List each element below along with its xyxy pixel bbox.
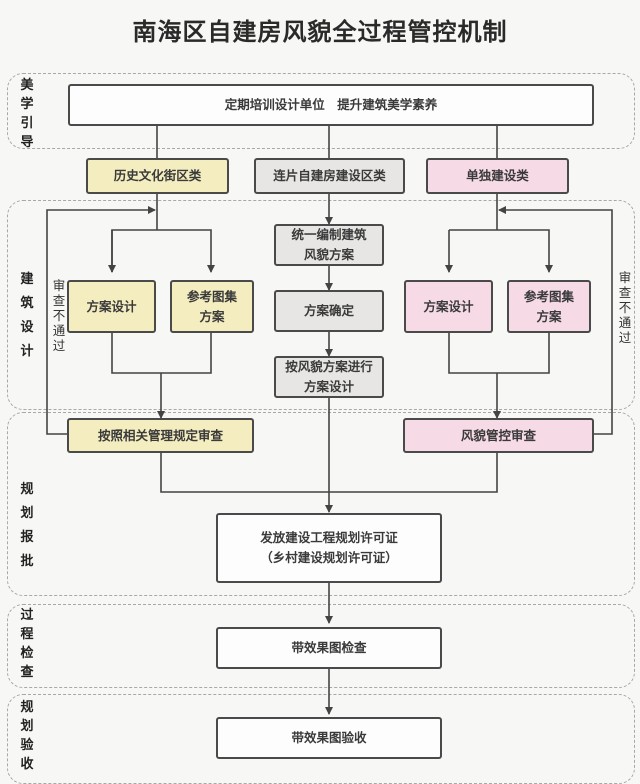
planning-permit-box: 发放建设工程规划许可证 （乡村建设规划许可证） — [216, 513, 442, 583]
section-architectural-design — [7, 200, 635, 410]
center-unified-style-plan-box: 统一编制建筑风貌方案 — [274, 224, 384, 266]
left-review-failed-label: 审查不通过 — [52, 278, 66, 353]
connector — [111, 229, 215, 273]
diagram-title: 南海区自建房风貌全过程管控机制 — [132, 17, 508, 46]
permit-title: 发放建设工程规划许可证 — [260, 530, 398, 545]
aesthetic-training-box: 定期培训设计单位 提升建筑美学素养 — [68, 84, 594, 126]
left-scheme-design-box: 方案设计 — [67, 280, 156, 333]
section-label-approval: 规划报批 — [20, 482, 34, 569]
center-design-by-style-box: 按风貌方案进行方案设计 — [274, 356, 384, 398]
section-process-inspection — [7, 604, 635, 688]
right-style-control-review-box: 风貌管控审查 — [403, 418, 594, 453]
right-reference-atlas-box: 参考图集方案 — [507, 280, 591, 333]
connector — [160, 452, 498, 493]
category-standalone: 单独建设类 — [426, 158, 569, 194]
right-review-failed-label: 审查不通过 — [618, 270, 632, 345]
section-label-acceptance: 规划验收 — [20, 700, 34, 772]
section-label-aesthetic: 美学引导 — [20, 78, 34, 150]
section-label-inspection: 过程检查 — [20, 608, 34, 680]
connector — [111, 332, 212, 374]
feedback-connector — [46, 206, 156, 435]
left-reference-atlas-box: 参考图集方案 — [170, 280, 254, 333]
section-planning-approval — [7, 412, 635, 596]
acceptance-box: 带效果图验收 — [216, 717, 442, 759]
feedback-connector — [498, 206, 613, 435]
section-aesthetic-guidance — [7, 73, 635, 149]
category-contiguous-housing: 连片自建房建设区类 — [254, 158, 405, 194]
right-scheme-design-box: 方案设计 — [404, 280, 493, 333]
left-regulation-review-box: 按照相关管理规定审查 — [67, 418, 254, 453]
category-historic-district: 历史文化街区类 — [86, 158, 229, 194]
connector — [449, 229, 553, 273]
inspection-box: 带效果图检查 — [216, 627, 442, 669]
center-plan-confirmed-box: 方案确定 — [274, 290, 384, 332]
connector — [448, 332, 550, 374]
permit-subtitle: （乡村建设规划许可证） — [260, 550, 398, 565]
section-label-design: 建筑设计 — [20, 272, 34, 359]
